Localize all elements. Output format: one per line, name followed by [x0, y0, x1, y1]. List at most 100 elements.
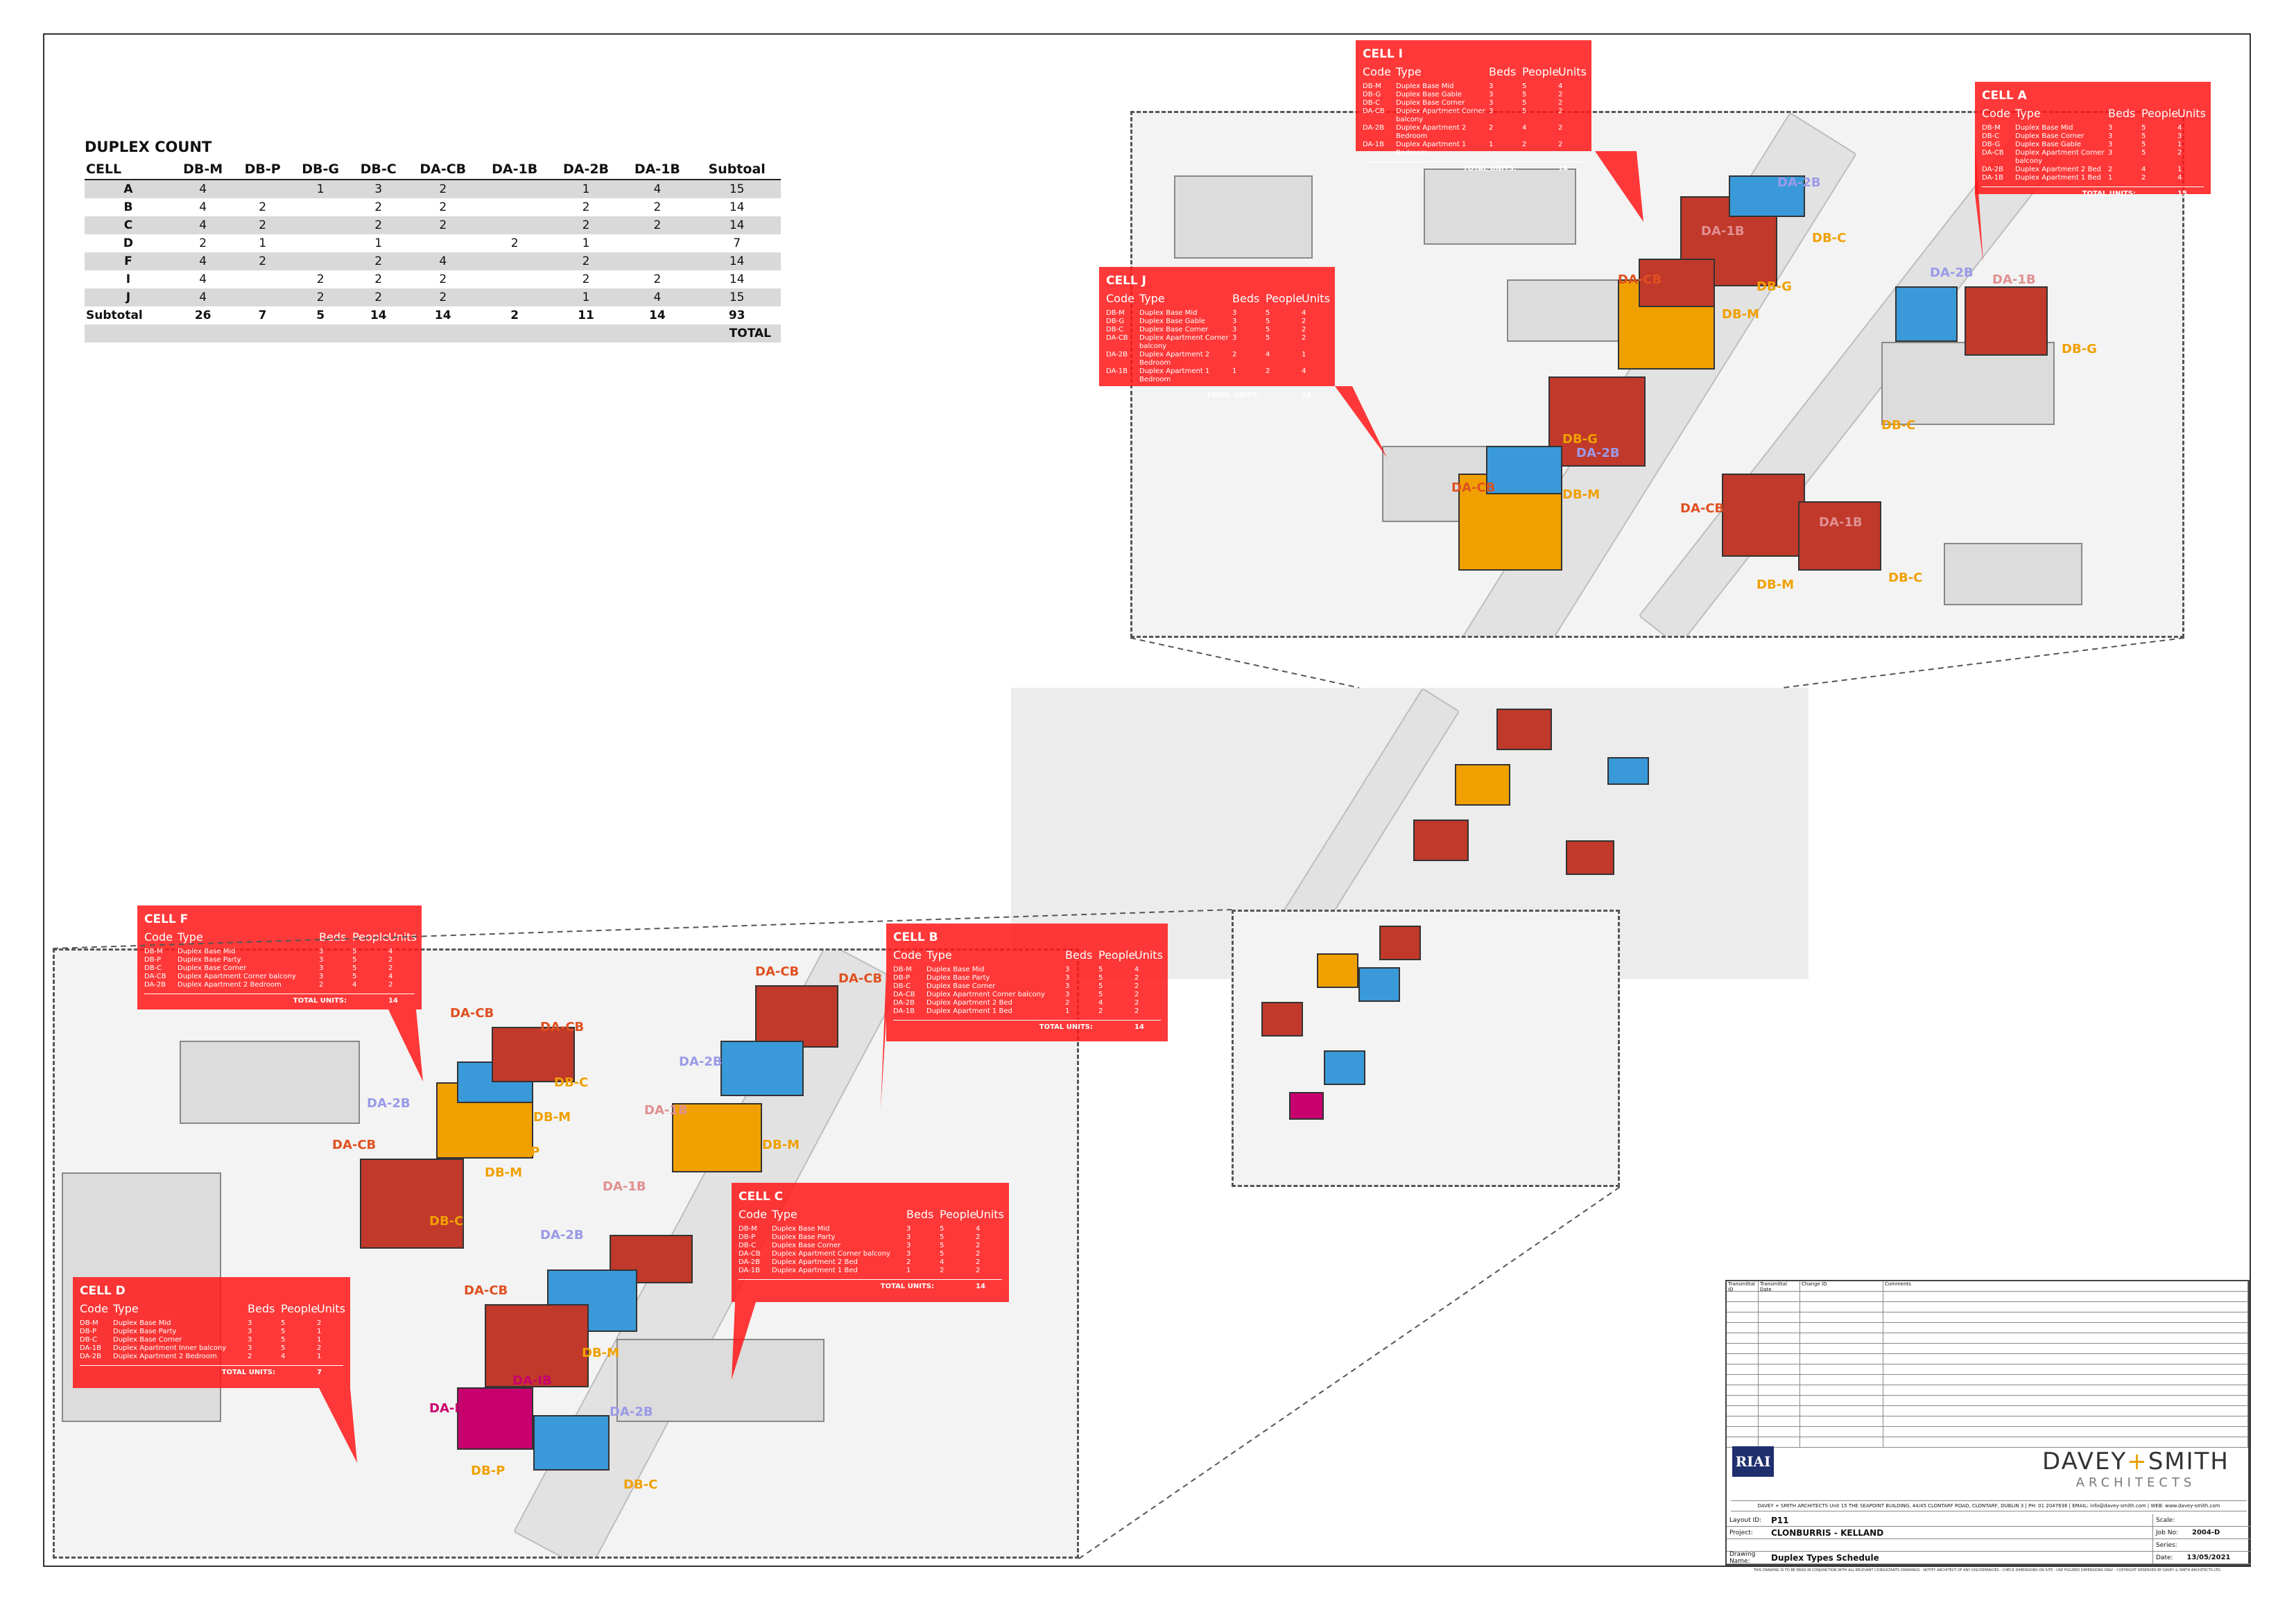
callout-cell: 2 [1098, 1007, 1103, 1015]
count-cell: 4 [171, 216, 234, 234]
unit-tag: DA-1B [1992, 272, 2036, 287]
callout-cell: DB-P [893, 974, 910, 982]
callout-cell: 3 [906, 1225, 911, 1233]
subtotal-cell: 7 [258, 309, 267, 322]
callout-cell: 3 [1065, 974, 1070, 982]
context-building [1424, 168, 1576, 245]
count-cell [291, 234, 350, 252]
count-cell: 2 [316, 272, 325, 286]
callout-cell: 2 [388, 956, 393, 964]
callout-head-people: People [352, 930, 390, 944]
revision-cell [1800, 1427, 1883, 1437]
revision-cell [1800, 1364, 1883, 1374]
count-cell: 1 [550, 288, 622, 306]
callout-cell: 5 [940, 1242, 944, 1249]
callout-cell: 3 [906, 1233, 911, 1241]
callout-head-beds: Beds [1065, 948, 1093, 962]
callout-cell: 4 [940, 1258, 944, 1266]
unit-tag: DA-1B [644, 1103, 688, 1118]
callout-total: TOTAL UNITS:14 [739, 1279, 1002, 1290]
unit-tag: DA-IB [512, 1373, 552, 1388]
scale-cell: Scale: [2152, 1514, 2251, 1526]
count-cell: 15 [693, 288, 781, 306]
callout-cell: 3 [1232, 309, 1237, 317]
count-cell [478, 180, 551, 198]
callout-cell: DB-M [739, 1225, 757, 1233]
count-cell: 2 [439, 200, 447, 214]
duplex-block [755, 985, 838, 1048]
callout-cell: 4 [2177, 174, 2182, 182]
callout-cell: 4 [1098, 999, 1103, 1007]
callout-cell: DA-2B [893, 999, 915, 1007]
callout-cell: 1 [1232, 367, 1237, 375]
count-cell: 2 [621, 216, 693, 234]
callout-cell: 3 [248, 1328, 252, 1335]
callout-cell: DA-2B [1982, 166, 2003, 173]
revision-row [1727, 1437, 2248, 1448]
revision-cell [1883, 1354, 2248, 1364]
callout-cell: Duplex Base Corner [1396, 99, 1465, 107]
callout-head-people: People [1098, 948, 1136, 962]
unit-tag: DB-C [1881, 418, 1916, 433]
revision-grid: Transmittal ID Transmittal Date Change I… [1727, 1281, 2248, 1448]
count-cell: 15 [693, 180, 781, 198]
col-transmittal-date: Transmittal Date [1759, 1281, 1800, 1292]
callout-cell: 3 [1065, 966, 1070, 973]
count-cell: B [123, 200, 133, 214]
callout-head-units: Units [1302, 292, 1330, 305]
callout-cell: Duplex Apartment 2 Bed [772, 1258, 858, 1266]
count-cell: 14 [693, 252, 781, 270]
unit-tag: DA-CB [1451, 480, 1496, 495]
layout-value: P11 [1771, 1515, 1789, 1525]
callout-head-people: People [1266, 292, 1303, 305]
count-cell: 2 [349, 252, 407, 270]
count-cell: 2 [259, 200, 267, 214]
callout-cell: 2 [1489, 124, 1494, 132]
duplex-block [457, 1387, 533, 1450]
duplex-block [1496, 709, 1552, 750]
series-cell: Series: [2152, 1539, 2251, 1551]
count-cell: 2 [582, 200, 590, 214]
revision-cell [1727, 1406, 1759, 1416]
count-cell: A [85, 180, 172, 198]
callout-total-value: 14 [976, 1283, 985, 1290]
callout-total-label: TOTAL UNITS: [1206, 392, 1260, 399]
callout-head-type: Type [178, 930, 203, 944]
count-cell: 4 [199, 272, 207, 286]
revision-cell [1727, 1385, 1759, 1395]
callout-cell: 2 [2108, 166, 2113, 173]
callout-total-label: TOTAL UNITS: [221, 1369, 275, 1376]
unit-tag: DB-G [1562, 432, 1598, 447]
callout-cell: 3 [906, 1242, 911, 1249]
count-header-cell: DA-1B [478, 159, 551, 180]
revision-row [1727, 1302, 2248, 1312]
count-header-cell: DA-CB [406, 159, 479, 180]
count-cell: F [85, 252, 172, 270]
callout-cell: 3 [1489, 107, 1494, 115]
duplex-block [1289, 1092, 1324, 1120]
count-cell: 3 [349, 180, 407, 198]
callout-cell: Duplex Apartment 1 Bed [2015, 174, 2101, 182]
count-cell [621, 252, 693, 270]
callout-cell: Duplex Base Mid [772, 1225, 830, 1233]
revision-cell [1727, 1364, 1759, 1374]
count-cell [234, 270, 291, 288]
callout-total: TOTAL UNITS:15 [1106, 388, 1328, 399]
callout-cell: 2 [1302, 318, 1306, 325]
callout-cell: Duplex Apartment 1 Bedroom [1139, 367, 1210, 383]
revision-cell [1883, 1437, 2248, 1447]
revision-cell [1800, 1344, 1883, 1353]
callout-cell: Duplex Apartment 2 Bedroom [178, 981, 282, 989]
callout-head-type: Type [926, 948, 952, 962]
callout-cell: 4 [976, 1225, 981, 1233]
unit-tag: DB-C [1888, 571, 1923, 585]
